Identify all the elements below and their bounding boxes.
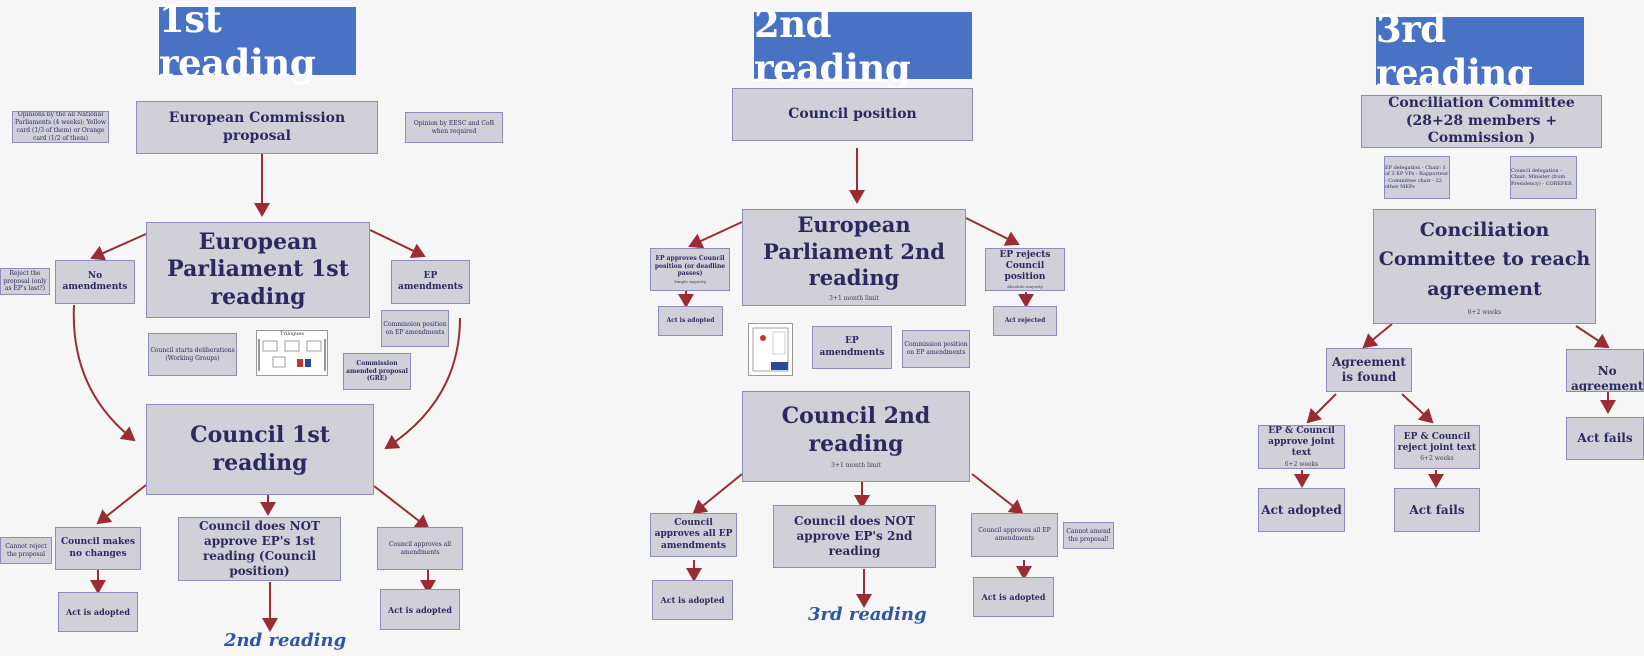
arrow-council-to-nochanges: [96, 484, 147, 525]
council-delegation: Council delegation - Chair: Minister (fr…: [1510, 156, 1577, 199]
conciliation-committee-title: Conciliation Committee: [1388, 95, 1575, 112]
council-first-reading: Council 1st reading: [146, 404, 374, 495]
arrow-ep-to-amend: [369, 229, 426, 259]
council-second-reading-label: Council 2nd reading: [781, 403, 931, 457]
arrow-conc-to-found: [1362, 323, 1393, 349]
ep-approves-label: EP approves Council position (or deadlin…: [654, 254, 726, 278]
commission-amended-proposal: Commission amended proposal (GRE): [343, 353, 411, 390]
act-rejected: Act rejected: [993, 306, 1057, 336]
ep-council-reject-joint: EP & Council reject joint text 6+2 weeks: [1394, 425, 1480, 469]
act-adopted-second-left: Act is adopted: [652, 580, 733, 620]
reach-agreement: Conciliation Committee to reach agreemen…: [1373, 209, 1596, 324]
reject-proposal: Reject the proposal (only as EP's last?): [0, 268, 50, 295]
cannot-amend: Cannot amend the proposal!: [1063, 522, 1114, 549]
opinion-national-parliaments: Opinions by the all National Parliaments…: [12, 111, 109, 143]
act-adopted-second-top: Act is adopted: [658, 306, 723, 336]
commission-position-first: Commission position on EP amendments: [381, 310, 449, 347]
arrow-ep-to-noamend: [90, 233, 147, 261]
approve-joint-label: EP & Council approve joint text: [1268, 425, 1335, 459]
council-approves-all-left: Council approves all EP amendments: [650, 513, 737, 557]
cannot-reject: Cannot reject the proposal: [0, 537, 52, 564]
council-not-approve-first: Council does NOT approve EP's 1st readin…: [178, 517, 341, 581]
conciliation-committee-members: (28+28 members + Commission ): [1405, 112, 1558, 147]
arrow-council-to-left: [692, 473, 743, 515]
arrow-conc-to-noagree: [1575, 325, 1610, 349]
trilogues-figure: Trilogues: [256, 330, 328, 376]
arrow-council-to-right: [971, 473, 1024, 515]
opinion-eesc-cor: Opinion by EESC and CoR when required: [405, 112, 503, 143]
act-fails-middle: Act fails: [1394, 488, 1480, 532]
no-amendments: No amendments: [55, 260, 135, 304]
arrow-council-to-approves: [373, 485, 430, 530]
arrow-noamend-to-council: [72, 304, 136, 442]
conciliation-committee: Conciliation Committee (28+28 members + …: [1361, 95, 1602, 148]
ep-second-reading-sub: 3+1 month limit: [829, 295, 879, 303]
header-second-reading: 2nd reading: [754, 2, 972, 90]
approve-joint-sub: 6+2 weeks: [1284, 460, 1319, 468]
council-approves-all-right: Council approves all EP amendments: [971, 513, 1058, 557]
arrow-found-to-reject: [1401, 393, 1434, 424]
reach-agreement-sub: 6+2 weeks: [1467, 309, 1502, 316]
ep-amendments-second: EP amendments: [812, 326, 892, 369]
arrow-found-to-approve: [1306, 393, 1337, 424]
council-approves-all-first: Council approves all amendments: [377, 527, 463, 570]
ep-approves-sub: Simple majority: [673, 279, 707, 285]
ep-amendments-first: EP amendments: [391, 260, 470, 304]
header-first-reading: 1st reading: [159, 0, 356, 85]
arrow-ep-to-approves: [688, 221, 743, 249]
ep-rejects-council-position: EP rejects Council position Absolute maj…: [985, 248, 1065, 291]
arrow-amend-to-council: [384, 317, 461, 450]
reach-agreement-label: Conciliation Committee to reach agreemen…: [1378, 218, 1591, 300]
act-adopted-first-left: Act is adopted: [58, 592, 138, 632]
parliament-chart-icon: [752, 327, 789, 372]
ep-council-approve-joint: EP & Council approve joint text 6+2 week…: [1258, 425, 1345, 469]
header-third-reading: 3rd reading: [1376, 7, 1584, 95]
council-second-reading-sub: 3+1 month limit: [831, 462, 881, 470]
ep-rejects-sub: Absolute majority: [1007, 284, 1043, 290]
ep-rejects-label: EP rejects Council position: [999, 249, 1051, 283]
commission-position-second: Commission position on EP amendments: [902, 330, 970, 368]
ep-second-reading: European Parliament 2nd reading 3+1 mont…: [742, 209, 966, 306]
council-deliberations: Council starts deliberations (Working Gr…: [148, 333, 237, 376]
ep-delegation: EP delegation - Chair: 1 of 3 EP VPs - R…: [1384, 156, 1450, 199]
council-not-approve-second: Council does NOT approve EP's 2nd readin…: [773, 505, 936, 568]
ep-hemicycle-figure: [748, 323, 793, 376]
reject-joint-label: EP & Council reject joint text: [1397, 431, 1477, 453]
no-agreement: No agreement: [1566, 349, 1644, 392]
arrow-ep-to-rejects: [965, 217, 1020, 246]
act-adopted-third: Act adopted: [1258, 488, 1345, 532]
council-second-reading: Council 2nd reading 3+1 month limit: [742, 391, 970, 482]
trilogues-diagram-icon: [258, 339, 326, 371]
commission-proposal: European Commission proposal: [136, 101, 378, 154]
reject-joint-sub: 6+2 weeks: [1420, 455, 1454, 462]
act-fails-right: Act fails: [1566, 417, 1644, 460]
council-position: Council position: [732, 88, 973, 141]
ep-second-reading-label: European Parliament 2nd reading: [763, 212, 945, 290]
next-third-reading: 3rd reading: [808, 604, 927, 625]
council-no-changes: Council makes no changes: [55, 527, 141, 570]
ep-approves-council-position: EP approves Council position (or deadlin…: [650, 248, 730, 291]
act-adopted-first-right: Act is adopted: [380, 589, 460, 630]
next-second-reading: 2nd reading: [224, 630, 347, 651]
ep-first-reading: European Parliament 1st reading: [146, 222, 370, 318]
act-adopted-second-right: Act is adopted: [973, 577, 1054, 617]
trilogues-label: Trilogues: [280, 331, 304, 337]
agreement-found: Agreement is found: [1326, 348, 1412, 392]
